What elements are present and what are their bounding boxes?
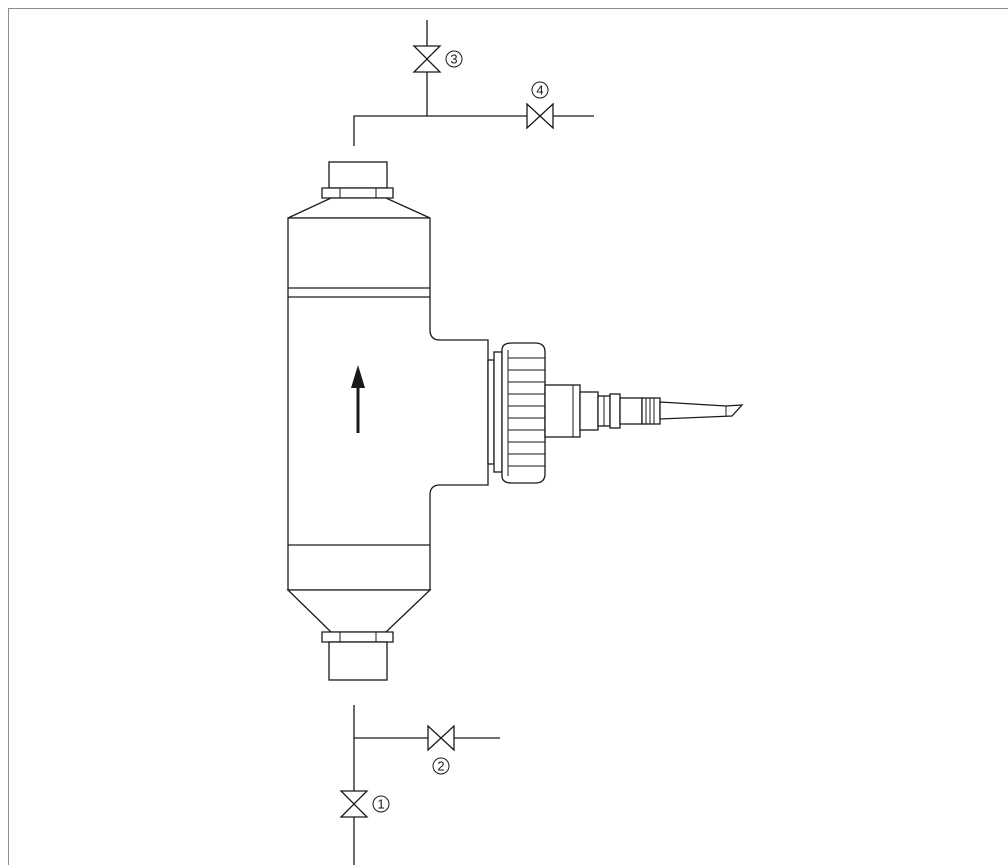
valve-3 xyxy=(412,45,442,73)
union-nut-ribs xyxy=(507,350,545,476)
callout-4-label: 4 xyxy=(536,83,543,98)
top-connector xyxy=(287,161,431,219)
callout-1-label: 1 xyxy=(377,797,384,812)
callout-4: 4 xyxy=(531,81,549,99)
callout-3: 3 xyxy=(445,50,463,68)
valve-4 xyxy=(526,102,554,130)
callout-2: 2 xyxy=(432,757,450,775)
callout-2-label: 2 xyxy=(437,759,444,774)
bottom-connector xyxy=(286,589,432,681)
sensor-probe xyxy=(487,342,744,484)
valve-2 xyxy=(427,724,455,752)
flow-arrow-icon xyxy=(351,365,365,433)
valve-1 xyxy=(339,790,369,818)
callout-1: 1 xyxy=(372,795,390,813)
sensor-housing xyxy=(287,217,489,591)
diagram-frame xyxy=(8,8,1008,865)
top-piping xyxy=(353,20,594,146)
bottom-piping xyxy=(353,705,500,865)
callout-3-label: 3 xyxy=(450,52,457,67)
